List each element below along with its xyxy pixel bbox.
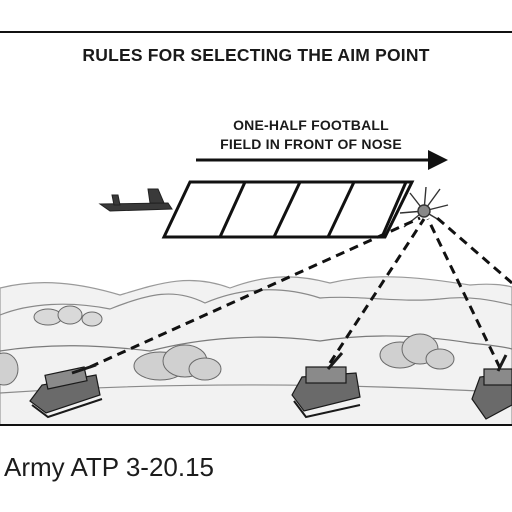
diagram-figure: RULES FOR SELECTING THE AIM POINT ONE-HA… <box>0 31 512 426</box>
impact-burst-icon <box>399 186 449 228</box>
aircraft-icon <box>98 188 173 212</box>
bush-center <box>133 344 222 381</box>
tank-right-icon <box>471 354 512 420</box>
source-caption: Army ATP 3-20.15 <box>4 452 215 482</box>
callout-line-1: ONE-HALF FOOTBALL <box>233 117 389 133</box>
tank-left-icon <box>29 363 103 419</box>
figure-title: RULES FOR SELECTING THE AIM POINT <box>82 45 430 65</box>
tank-center-icon <box>291 352 361 419</box>
lines-of-fire <box>89 215 512 369</box>
bush-right <box>379 333 455 370</box>
hills-front <box>0 335 512 352</box>
diagram-canvas <box>0 150 512 424</box>
tree-cluster-left <box>33 305 103 327</box>
aim-zone-parallelogram <box>161 180 415 239</box>
direction-arrow-icon <box>196 150 448 170</box>
callout-line-2: FIELD IN FRONT OF NOSE <box>220 136 402 152</box>
hills-mid <box>0 289 512 316</box>
bush-left-edge <box>0 352 19 386</box>
